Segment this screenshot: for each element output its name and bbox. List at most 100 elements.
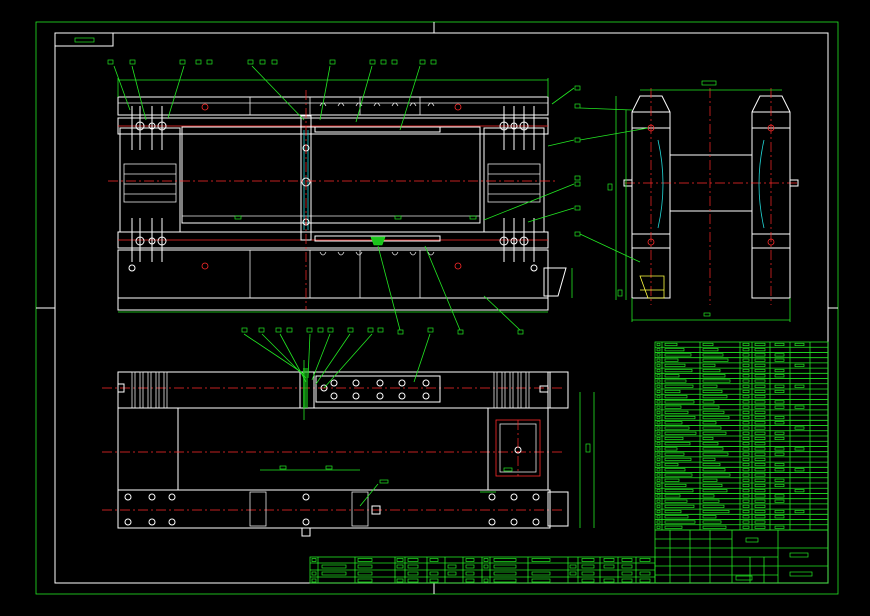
parts-list-remark-cell xyxy=(794,510,805,514)
parts-list-qty-cell xyxy=(742,379,750,383)
parts-list-code-cell xyxy=(664,499,688,503)
parts-list-material-cell xyxy=(754,515,766,519)
parts-list-name-cell xyxy=(702,468,726,472)
parts-list-name-cell xyxy=(702,369,721,373)
parts-list-qty-cell xyxy=(742,416,750,420)
revision-cell xyxy=(493,578,517,583)
parts-list-qty-cell xyxy=(742,452,750,456)
revision-cell xyxy=(357,558,373,562)
parts-list-code-cell xyxy=(664,510,682,514)
parts-list-code-cell xyxy=(664,457,692,461)
parts-list-index-cell xyxy=(656,499,661,503)
parts-list-material-cell xyxy=(754,504,766,508)
parts-list-qty-cell xyxy=(742,468,750,472)
parts-list-remark-cell xyxy=(794,489,805,493)
parts-list-code-cell xyxy=(664,363,686,367)
parts-list-code-cell xyxy=(664,473,693,477)
parts-list-name-cell xyxy=(702,499,720,503)
parts-list-weight-cell xyxy=(774,405,785,409)
parts-list-qty-cell xyxy=(742,457,750,461)
parts-list-qty-cell xyxy=(742,447,750,451)
parts-list-material-cell xyxy=(754,426,766,430)
parts-list-qty-cell xyxy=(742,510,750,514)
parts-list-material-cell xyxy=(754,395,766,399)
parts-list-remark-cell xyxy=(794,426,805,430)
revision-cell xyxy=(311,558,317,562)
front-view xyxy=(108,78,573,313)
parts-list-material-cell xyxy=(754,384,766,388)
revision-cell xyxy=(311,578,317,583)
parts-list-name-cell xyxy=(702,395,728,399)
parts-list-index-cell xyxy=(656,478,661,482)
parts-list-index-cell xyxy=(656,468,661,472)
parts-list-name-cell xyxy=(702,478,718,482)
parts-list-weight-cell xyxy=(774,400,785,404)
parts-list-name-cell xyxy=(702,379,731,383)
parts-list-qty-cell xyxy=(742,405,750,409)
revision-cell xyxy=(321,564,347,569)
revision-cell xyxy=(429,578,439,583)
parts-list-name-cell xyxy=(702,363,716,367)
parts-list-index-cell xyxy=(656,442,661,446)
parts-list-name-cell xyxy=(702,421,717,425)
parts-list-qty-cell xyxy=(742,358,750,362)
parts-list-name-cell xyxy=(702,431,727,435)
revision-cell xyxy=(639,558,651,562)
revision-cell xyxy=(639,578,651,583)
revision-cell xyxy=(493,558,517,562)
parts-list-material-cell xyxy=(754,348,766,352)
parts-list-qty-cell xyxy=(742,342,750,347)
parts-list-weight-cell xyxy=(774,494,785,498)
parts-list-weight-cell xyxy=(774,525,785,529)
parts-list-index-cell xyxy=(656,515,661,519)
parts-list-code-cell xyxy=(664,483,687,488)
parts-list-qty-cell xyxy=(742,353,750,357)
parts-list-name-cell xyxy=(702,384,718,388)
parts-list-index-cell xyxy=(656,374,661,378)
parts-list-code-cell xyxy=(664,400,695,404)
revision-cell xyxy=(621,578,633,583)
parts-list-code-cell xyxy=(664,405,682,409)
parts-list-index-cell xyxy=(656,483,661,488)
revision-cell xyxy=(407,558,419,562)
parts-list-index-cell xyxy=(656,342,661,347)
revision-cell xyxy=(407,578,419,583)
parts-list-name-cell xyxy=(702,405,720,409)
revision-cell xyxy=(581,564,595,569)
parts-list-remark-cell xyxy=(794,342,805,347)
parts-list-material-cell xyxy=(754,478,766,482)
parts-list-weight-cell xyxy=(774,510,785,514)
parts-list-code-cell xyxy=(664,348,685,352)
parts-list-qty-cell xyxy=(742,473,750,477)
parts-list-material-cell xyxy=(754,421,766,425)
parts-list-material-cell xyxy=(754,525,766,529)
parts-list-code-cell xyxy=(664,442,691,446)
revision-cell xyxy=(407,564,419,569)
parts-list-qty-cell xyxy=(742,520,750,524)
parts-list-name-cell xyxy=(702,358,729,362)
parts-list-weight-cell xyxy=(774,358,785,362)
parts-list-weight-cell xyxy=(774,342,785,347)
parts-list-name-cell xyxy=(702,447,724,451)
parts-list-index-cell xyxy=(656,400,661,404)
parts-list-code-cell xyxy=(664,452,685,456)
parts-list-material-cell xyxy=(754,499,766,503)
parts-list-material-cell xyxy=(754,342,766,347)
revision-cell xyxy=(569,571,577,576)
parts-list-remark-cell xyxy=(794,363,805,367)
parts-list-material-cell xyxy=(754,389,766,394)
parts-list-name-cell xyxy=(702,353,724,357)
revision-cell xyxy=(321,571,347,576)
parts-list-name-cell xyxy=(702,374,726,378)
revision-cell xyxy=(429,558,439,562)
parts-list-name-cell xyxy=(702,436,714,441)
revision-cell xyxy=(407,571,419,576)
parts-list-qty-cell xyxy=(742,410,750,414)
parts-list-code-cell xyxy=(664,369,693,373)
parts-list-material-cell xyxy=(754,452,766,456)
revision-cell xyxy=(447,564,457,569)
parts-list-weight-cell xyxy=(774,353,785,357)
parts-list-weight-cell xyxy=(774,483,785,488)
parts-list-weight-cell xyxy=(774,369,785,373)
